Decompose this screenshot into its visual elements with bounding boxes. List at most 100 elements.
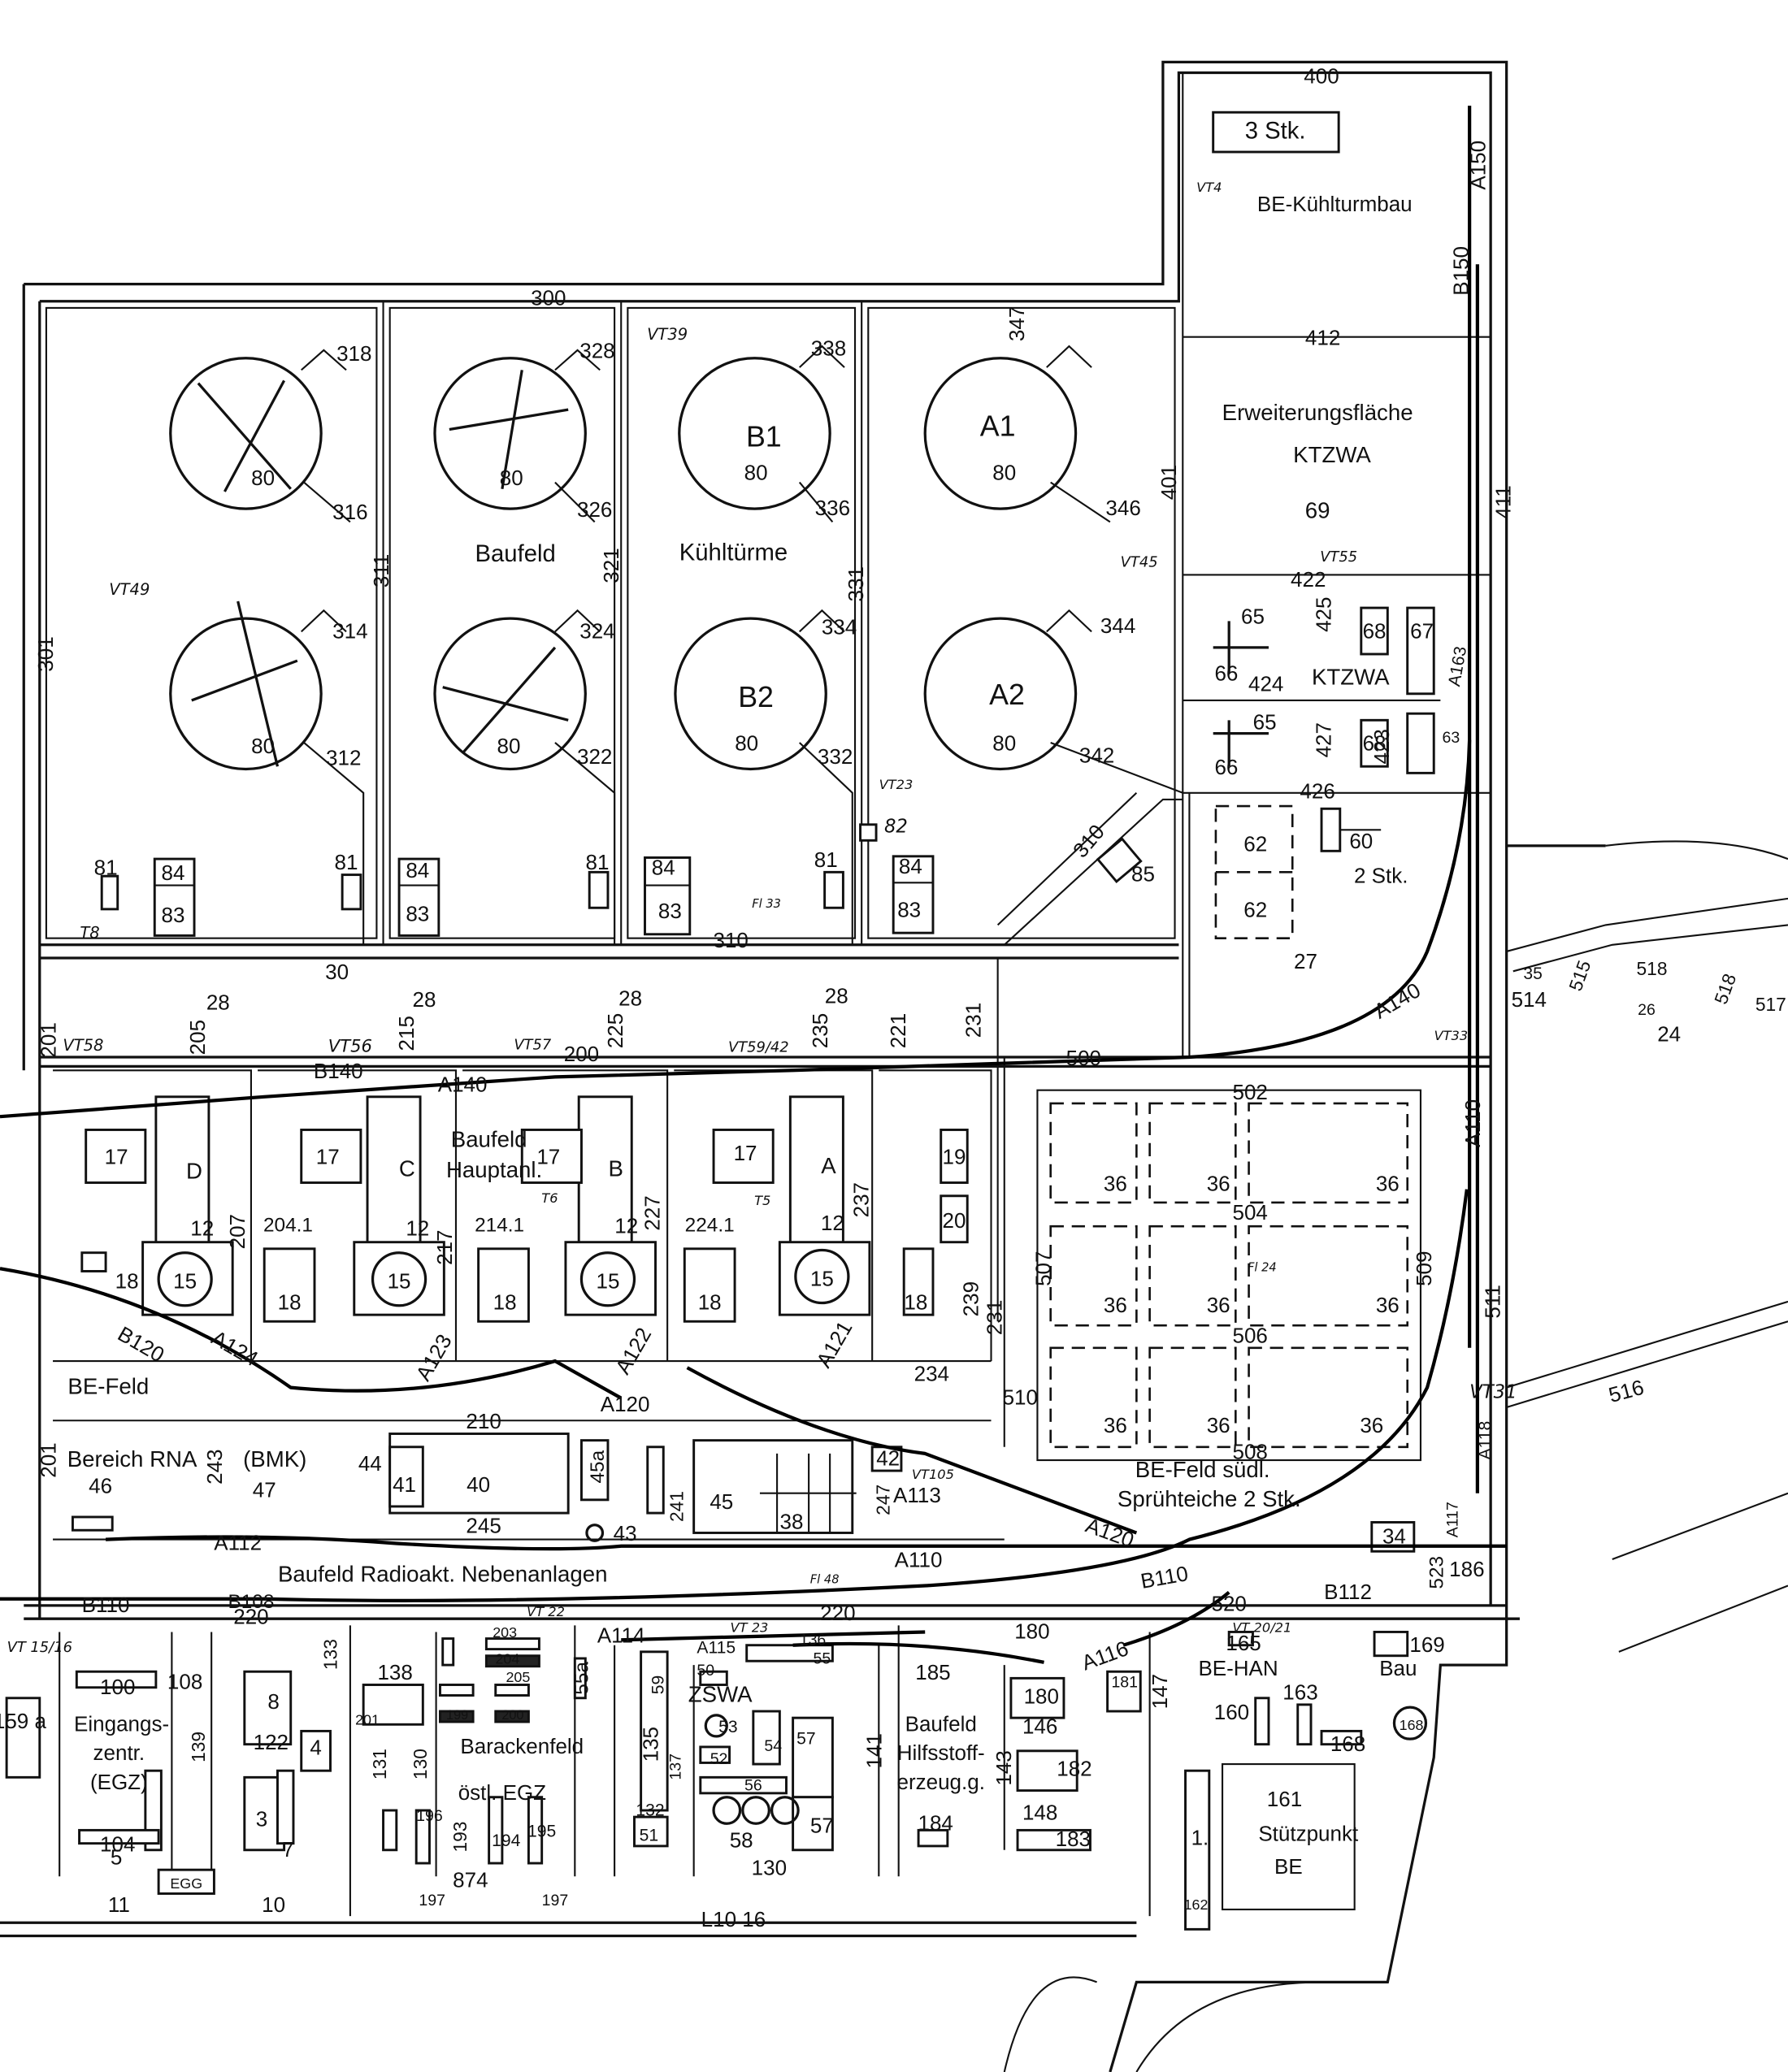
building-number: D bbox=[186, 1159, 202, 1184]
road-number: 247 bbox=[872, 1485, 893, 1515]
building-number: 36 bbox=[1104, 1293, 1127, 1317]
road-number: 141 bbox=[862, 1733, 887, 1768]
handwritten-note: VT49 bbox=[109, 580, 150, 599]
handwritten-note: VT31 bbox=[1469, 1382, 1517, 1403]
building-number: 196 bbox=[416, 1807, 443, 1825]
handwritten-note: VT 23 bbox=[731, 1619, 769, 1635]
building-number: 24 bbox=[1657, 1022, 1681, 1047]
area-label: (BMK) bbox=[243, 1446, 306, 1472]
area-label: KTZWA bbox=[1293, 442, 1371, 467]
building-number: 80 bbox=[251, 734, 275, 758]
area-label: Hauptanl. bbox=[446, 1157, 542, 1182]
building-number: 83 bbox=[658, 899, 682, 923]
building-number: 12 bbox=[614, 1213, 638, 1238]
road-number: 425 bbox=[1311, 597, 1335, 632]
building-number: 81 bbox=[94, 856, 118, 880]
building-number: 19 bbox=[943, 1145, 966, 1169]
building-number: 324 bbox=[579, 618, 614, 643]
road-number: 239 bbox=[958, 1281, 983, 1316]
area-label: Hilfsstoff- bbox=[897, 1740, 985, 1765]
building-number: 347 bbox=[1005, 306, 1029, 341]
area-label: BE-Feld südl. bbox=[1135, 1457, 1270, 1482]
road-number: 241 bbox=[666, 1491, 688, 1522]
area-label: Stützpunkt bbox=[1258, 1821, 1359, 1845]
road-number: 422 bbox=[1291, 567, 1326, 592]
building-number: 185 bbox=[915, 1660, 950, 1684]
building-number: 66 bbox=[1214, 755, 1238, 779]
road-number: 204.1 bbox=[263, 1215, 313, 1237]
building-number: 81 bbox=[585, 850, 609, 874]
building-number: 344 bbox=[1100, 613, 1135, 638]
area-label: 3 Stk. bbox=[1245, 119, 1306, 145]
rail-track-label: A123 bbox=[410, 1330, 456, 1385]
building-number: 201 bbox=[355, 1711, 380, 1727]
building-number: 83 bbox=[162, 903, 185, 927]
building-number: 42 bbox=[876, 1446, 900, 1471]
building-number: 160 bbox=[1214, 1700, 1249, 1724]
road-number: 133 bbox=[320, 1639, 341, 1670]
building-number: 5 bbox=[111, 1845, 122, 1870]
building-number: 45 bbox=[710, 1489, 733, 1514]
building-number: 41 bbox=[393, 1472, 416, 1497]
building-number: 514 bbox=[1512, 987, 1547, 1012]
building-number: 338 bbox=[811, 336, 846, 360]
building-number: 17 bbox=[105, 1145, 128, 1169]
handwritten-note: Fl 24 bbox=[1248, 1260, 1277, 1274]
building-number: 12 bbox=[190, 1216, 214, 1241]
road-number: 401 bbox=[1157, 465, 1181, 500]
road-number: 225 bbox=[603, 1013, 627, 1048]
area-label: BE bbox=[1274, 1854, 1303, 1879]
road-number: 139 bbox=[188, 1732, 209, 1762]
area-label: ZSWA bbox=[688, 1682, 753, 1707]
area-label: östl. EGZ bbox=[458, 1780, 546, 1805]
building-number: 104 bbox=[100, 1831, 135, 1856]
building-number: 67 bbox=[1410, 618, 1434, 643]
road-number: 506 bbox=[1233, 1323, 1268, 1347]
area-label: zentr. bbox=[93, 1740, 145, 1765]
rail-track-label: A113 bbox=[893, 1483, 941, 1507]
building-number: 35 bbox=[1523, 964, 1542, 983]
building-number: 38 bbox=[780, 1510, 804, 1534]
building-number: 80 bbox=[992, 731, 1016, 756]
road-number: 234 bbox=[914, 1361, 949, 1385]
building-number: 36 bbox=[1207, 1171, 1230, 1195]
road-number: 412 bbox=[1305, 325, 1340, 349]
area-label: Baufeld bbox=[475, 541, 556, 567]
handwritten-note: T6 bbox=[541, 1190, 558, 1206]
building-number: 182 bbox=[1057, 1757, 1091, 1781]
road-number: 220 bbox=[233, 1605, 268, 1629]
handwritten-note: VT39 bbox=[647, 325, 688, 344]
building-number: 203 bbox=[493, 1624, 517, 1641]
building-number: 523 bbox=[1426, 1556, 1448, 1589]
building-number: 130 bbox=[410, 1749, 431, 1779]
road-number: 205 bbox=[185, 1020, 210, 1055]
road-number: 400 bbox=[1304, 63, 1339, 88]
area-label: BE-HAN bbox=[1198, 1656, 1278, 1680]
handwritten-note: VT 22 bbox=[527, 1604, 565, 1619]
building-number: B bbox=[609, 1155, 623, 1181]
building-number: 180 bbox=[1024, 1684, 1059, 1708]
road-number: 424 bbox=[1248, 672, 1283, 696]
building-number: 66 bbox=[1214, 661, 1238, 686]
building-number: 326 bbox=[577, 497, 612, 522]
building-number: 47 bbox=[253, 1478, 276, 1502]
area-label: Baufeld bbox=[905, 1711, 977, 1736]
rail-track-label: A115 bbox=[697, 1638, 736, 1657]
area-label: (EGZ) bbox=[90, 1770, 148, 1794]
road-number: 207 bbox=[225, 1214, 250, 1249]
building-number: 184 bbox=[918, 1810, 953, 1835]
building-number: 65 bbox=[1241, 605, 1265, 629]
building-number: 68 bbox=[1363, 618, 1387, 643]
building-number: 36 bbox=[1360, 1413, 1383, 1437]
road-number: 321 bbox=[599, 548, 623, 583]
road-number: 227 bbox=[640, 1195, 664, 1230]
building-number: B1 bbox=[746, 421, 782, 453]
road-number: 217 bbox=[432, 1230, 457, 1265]
handwritten-note: VT 15/16 bbox=[7, 1639, 72, 1656]
building-number: A1 bbox=[980, 410, 1016, 443]
building-number: 55 bbox=[814, 1649, 831, 1667]
building-number: 10 bbox=[262, 1892, 285, 1917]
building-number: 336 bbox=[815, 496, 850, 520]
rail-track-label: B120 bbox=[114, 1321, 169, 1367]
building-number: 17 bbox=[734, 1141, 757, 1165]
